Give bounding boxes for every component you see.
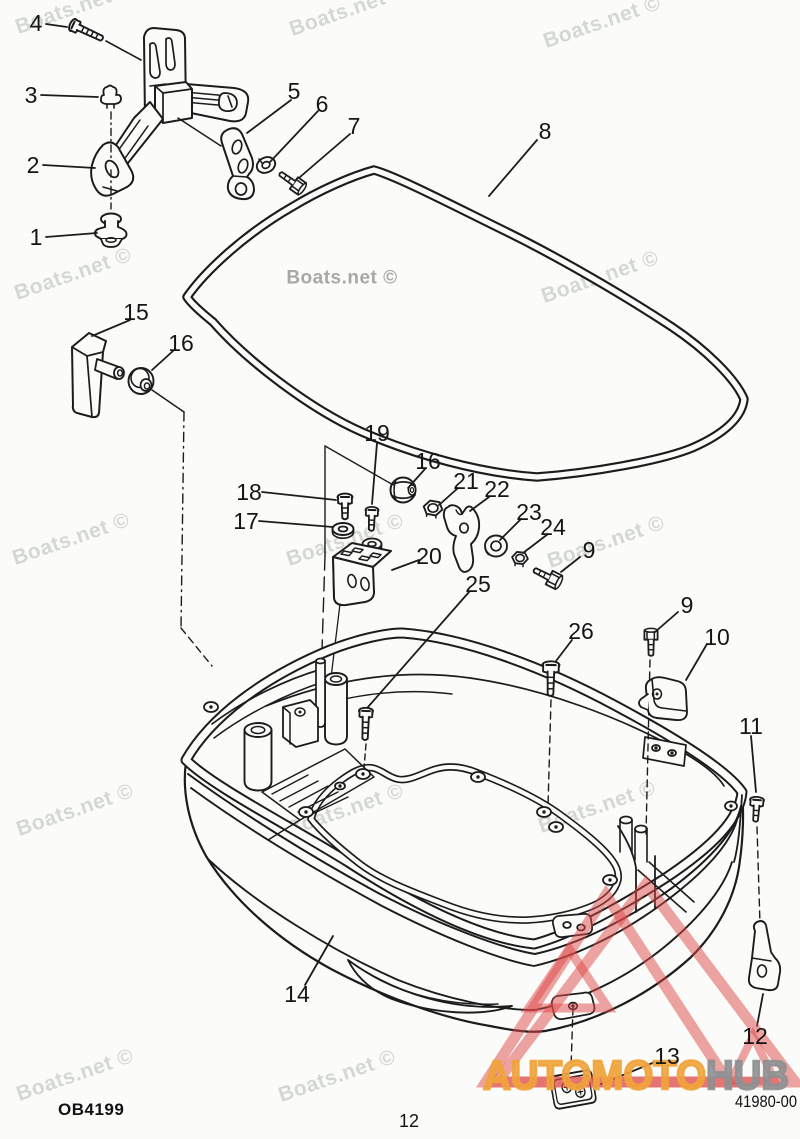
part-number-callout: 5 xyxy=(288,78,301,104)
part-number-callout: 19 xyxy=(364,420,390,446)
part-number-callout: 7 xyxy=(348,113,361,139)
part-23-grommet-washer xyxy=(484,534,508,558)
part-16-grommet-left xyxy=(127,367,155,395)
part-1-rivet xyxy=(93,212,128,248)
part-8-cowling-seal xyxy=(182,165,749,482)
part-number-callout: 13 xyxy=(654,1043,680,1069)
watermark-text: Boats.net © xyxy=(286,268,397,289)
part-number-callout: 23 xyxy=(516,499,542,525)
part-number-callout: 14 xyxy=(284,981,310,1007)
part-number-callout: 26 xyxy=(568,618,594,644)
part-number-callout: 9 xyxy=(681,592,694,618)
part-24-nut xyxy=(511,551,529,568)
part-21-nut xyxy=(422,499,444,519)
part-number-callout: 18 xyxy=(236,479,262,505)
part-number-callout: 16 xyxy=(168,330,194,356)
logo-triangle-corner xyxy=(724,1026,782,1085)
part-12-bracket xyxy=(747,920,782,992)
part-number-callout: 10 xyxy=(704,624,730,650)
part-number-callout: 25 xyxy=(465,571,491,597)
part-9-bolt-right xyxy=(643,627,659,835)
part-number-callout: 24 xyxy=(540,514,566,540)
part-number-callout: 16 xyxy=(415,448,441,474)
part-4-screw xyxy=(68,18,142,61)
part-26-screw xyxy=(541,660,561,807)
part-18-screw xyxy=(336,492,354,521)
part-number-callout: 20 xyxy=(416,543,442,569)
logo-text-automoto: AUTOMOTO xyxy=(483,1052,706,1098)
part-16-grommet-center xyxy=(389,476,417,504)
part-number-callout: 1 xyxy=(30,224,43,250)
footer: OB4199 12 41980-00 xyxy=(58,1093,797,1131)
part-2-clamp-bracket xyxy=(90,27,250,197)
part-22-hook-bracket xyxy=(442,504,481,573)
part-number-callout: 4 xyxy=(30,10,43,36)
part-number-callout: 21 xyxy=(453,468,479,494)
automotohub-logo: AUTOMOTO HUB xyxy=(475,874,800,1099)
part-number-callout: 8 xyxy=(539,118,552,144)
part-number-callout: 9 xyxy=(583,537,596,563)
part-number-callout: 22 xyxy=(484,476,510,502)
part-25-screw xyxy=(358,706,374,769)
page-number: 12 xyxy=(399,1111,419,1131)
logo-text-hub: HUB xyxy=(706,1052,789,1098)
part-number-callout: 6 xyxy=(316,91,329,117)
part-7-bolt xyxy=(278,171,308,196)
part-number-callout: 11 xyxy=(739,713,763,739)
part-10-bracket xyxy=(638,676,688,722)
drawing-code: OB4199 xyxy=(58,1100,124,1119)
part-number-callout: 3 xyxy=(25,82,38,108)
part-15-damper-block xyxy=(71,332,125,419)
part-9-bolt-left xyxy=(532,567,564,591)
callout-leader-lines xyxy=(40,23,764,1087)
part-17-washer xyxy=(331,522,355,540)
part-number-callout: 17 xyxy=(233,508,259,534)
part-reference-code: 41980-00 xyxy=(735,1093,797,1111)
part-11-screw xyxy=(749,795,765,925)
part-5-link-plate xyxy=(220,127,255,201)
part-number-callout: 2 xyxy=(27,152,40,178)
part-3-push-nut xyxy=(99,84,122,109)
part-number-callout: 12 xyxy=(742,1023,768,1049)
logo-triangle-small xyxy=(520,940,617,1013)
part-number-callout: 15 xyxy=(123,299,149,325)
